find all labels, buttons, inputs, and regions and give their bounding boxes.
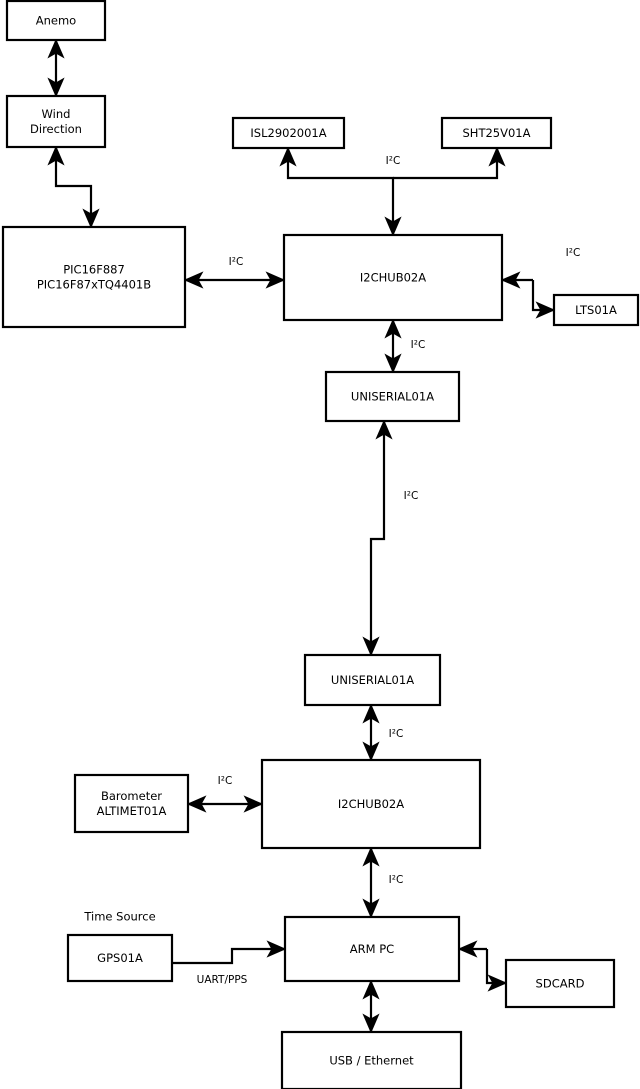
node-hub_bot[interactable]: I2CHUB02A	[260, 758, 482, 850]
node-box-gps[interactable]	[66, 933, 174, 983]
node-label-gps: GPS01A	[97, 951, 143, 965]
node-gps[interactable]: GPS01A	[66, 933, 174, 983]
edge-pic-wind	[47, 145, 100, 229]
node-box-pic[interactable]	[1, 225, 187, 329]
node-box-isl[interactable]	[231, 116, 346, 150]
edge-line	[47, 145, 100, 229]
node-usbeth[interactable]: USB / Ethernet	[280, 1030, 463, 1089]
edge-armpc-sdcard-out	[485, 949, 508, 992]
node-box-armpc[interactable]	[283, 915, 461, 983]
node-box-hub_bot[interactable]	[260, 758, 482, 850]
node-label-uniserial_bot: UNISERIAL01A	[331, 673, 414, 687]
node-sdcard[interactable]: SDCARD	[504, 958, 616, 1009]
edge-hub-top-uniserial: I²C	[384, 318, 426, 374]
node-label-usbeth: USB / Ethernet	[329, 1053, 414, 1067]
node-label-sht: SHT25V01A	[463, 126, 531, 140]
node-box-anemo[interactable]	[5, 0, 107, 42]
edge-label-uniserial-link: I²C	[404, 490, 419, 502]
edge-label-hub-bot-armpc: I²C	[389, 874, 404, 886]
edge-hub-top-lts-in: I²C	[500, 247, 581, 289]
node-lts[interactable]: LTS01A	[552, 293, 640, 327]
node-anemo[interactable]: Anemo	[5, 0, 107, 42]
edge-label-uniserial-bot-hub-bot: I²C	[389, 728, 404, 740]
node-label-lts: LTS01A	[575, 303, 617, 317]
edge-pic-hub-top: I²C	[183, 256, 286, 289]
node-sht[interactable]: SHT25V01A	[440, 116, 553, 150]
node-label-armpc: ARM PC	[350, 942, 394, 956]
edge-hub-top-sensors: I²C	[279, 146, 402, 237]
edge-gps-armpc: UART/PPS	[172, 940, 287, 986]
edge-label-hub-top-uniserial: I²C	[411, 339, 426, 351]
edge-line	[362, 419, 393, 657]
node-box-sht[interactable]	[440, 116, 553, 150]
node-label-isl: ISL2902001A	[250, 126, 326, 140]
edge-label-barometer-hub-bot: I²C	[218, 775, 233, 787]
node-box-barometer[interactable]	[73, 773, 190, 834]
node-box-usbeth[interactable]	[280, 1030, 463, 1089]
edge-line	[393, 146, 506, 180]
node-uniserial_bot[interactable]: UNISERIAL01A	[303, 653, 442, 707]
node-label-anemo: Anemo	[36, 13, 76, 27]
node-box-hub_top[interactable]	[282, 233, 504, 322]
edge-uniserial-link: I²C	[362, 419, 419, 657]
node-armpc[interactable]: ARM PC	[283, 915, 461, 983]
edge-label-hub-top-sensors: I²C	[386, 155, 401, 167]
edge-line	[172, 940, 287, 965]
node-box-uniserial_top[interactable]	[324, 370, 461, 423]
edge-line	[485, 949, 508, 992]
node-label-hub_bot: I2CHUB02A	[338, 797, 404, 811]
free-labels-layer: Time Source	[83, 910, 155, 924]
node-box-uniserial_bot[interactable]	[303, 653, 442, 707]
edges-layer: I²C I²C I²C I²C I²C I²C I²C I²C UART/PPS	[47, 38, 581, 1034]
free-label-time-source: Time Source	[83, 910, 155, 924]
node-box-lts[interactable]	[552, 293, 640, 327]
node-hub_top[interactable]: I2CHUB02A	[282, 233, 504, 322]
edge-label-gps-armpc: UART/PPS	[197, 974, 248, 986]
edge-uniserial-bot-hub-bot: I²C	[362, 703, 404, 762]
edge-label-hub-top-lts-in: I²C	[566, 247, 581, 259]
node-box-sdcard[interactable]	[504, 958, 616, 1009]
node-isl[interactable]: ISL2902001A	[231, 116, 346, 150]
edge-label-pic-hub-top: I²C	[229, 256, 244, 268]
edge-hub-bot-armpc: I²C	[362, 846, 404, 919]
node-label-hub_top: I2CHUB02A	[360, 270, 426, 284]
node-label-uniserial_top: UNISERIAL01A	[351, 389, 434, 403]
edge-line	[531, 280, 556, 319]
edge-hub-top-lts-out	[531, 280, 556, 319]
edge-line	[279, 146, 402, 237]
node-box-wind[interactable]	[5, 94, 107, 149]
node-uniserial_top[interactable]: UNISERIAL01A	[324, 370, 461, 423]
edge-hub-top-sht	[393, 146, 506, 180]
edge-barometer-hub-bot: I²C	[186, 775, 264, 813]
node-label-sdcard: SDCARD	[536, 976, 585, 990]
